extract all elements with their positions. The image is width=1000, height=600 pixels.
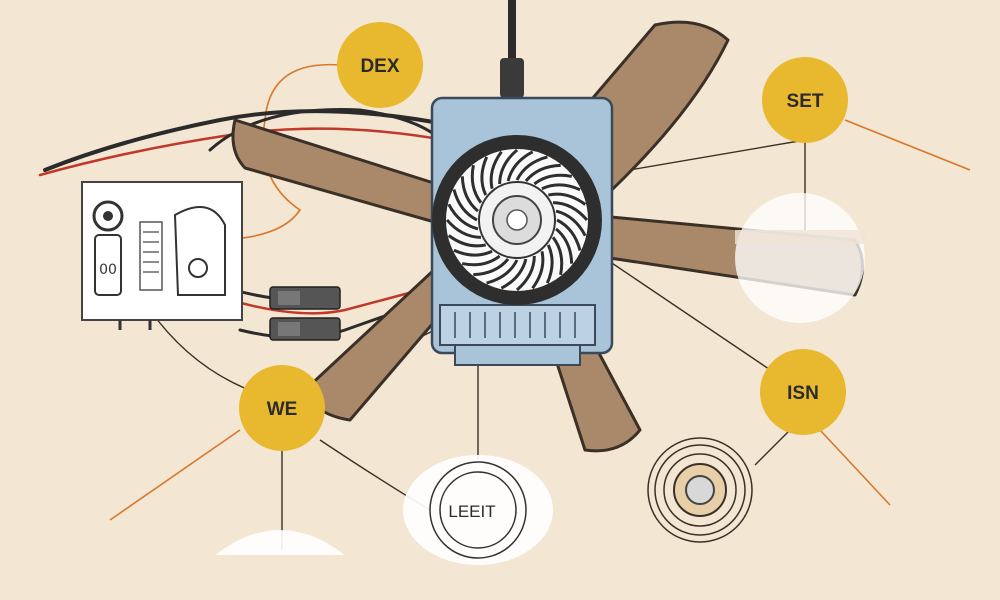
- callout-isn-label: ISN: [787, 383, 819, 404]
- callout-dex-label: DEX: [360, 56, 399, 77]
- blade-glare: [735, 230, 865, 244]
- rotor-fin: [470, 164, 483, 204]
- leeit-label: LEEIT: [448, 502, 495, 521]
- rotor-fin: [489, 150, 503, 190]
- rotor-fin: [447, 234, 487, 248]
- glow-highlights: [215, 193, 865, 565]
- rotor-fin: [473, 258, 510, 277]
- rotor-fin: [498, 148, 519, 185]
- connector-plug: [269, 286, 341, 341]
- rotor-fin: [500, 258, 528, 290]
- rotor-fin: [541, 183, 581, 192]
- rotor-fin: [556, 218, 582, 251]
- rotor-fin: [547, 192, 587, 206]
- rotor-fin: [461, 254, 501, 267]
- rotor-fin: [515, 255, 536, 292]
- rotor-fin: [552, 201, 589, 222]
- rotor-fin: [506, 150, 534, 182]
- rotor-fin: [453, 248, 493, 257]
- panel-readout: 00: [99, 262, 117, 278]
- callout-set: [762, 57, 848, 143]
- rotor-fin: [460, 176, 479, 213]
- rotor-fin: [531, 250, 545, 290]
- rotor: [432, 135, 602, 305]
- leeit-dial: [429, 461, 527, 559]
- knob-icon: [647, 437, 753, 543]
- rotor-fin: [515, 155, 548, 181]
- callout-we-label: WE: [267, 399, 298, 420]
- callout-set-label: SET: [787, 91, 824, 112]
- callout-dex: [337, 22, 423, 108]
- rotor-fin: [533, 173, 573, 186]
- rotor-fin: [486, 259, 519, 285]
- rotor-fin: [555, 209, 587, 237]
- fan-blade-left: [231, 118, 447, 227]
- downrod: [500, 0, 524, 98]
- switch-panel: [81, 181, 243, 330]
- rotor-fin: [452, 189, 478, 222]
- rotor-fin: [551, 236, 564, 276]
- callout-isn: [760, 349, 846, 435]
- rotor-fin: [445, 218, 482, 239]
- rotor-fin: [524, 163, 561, 182]
- rotor-fin: [545, 244, 554, 284]
- rotor-fin: [555, 227, 574, 264]
- rotor-fin: [480, 156, 489, 196]
- callout-we: [239, 365, 325, 451]
- rotor-fin: [447, 203, 479, 231]
